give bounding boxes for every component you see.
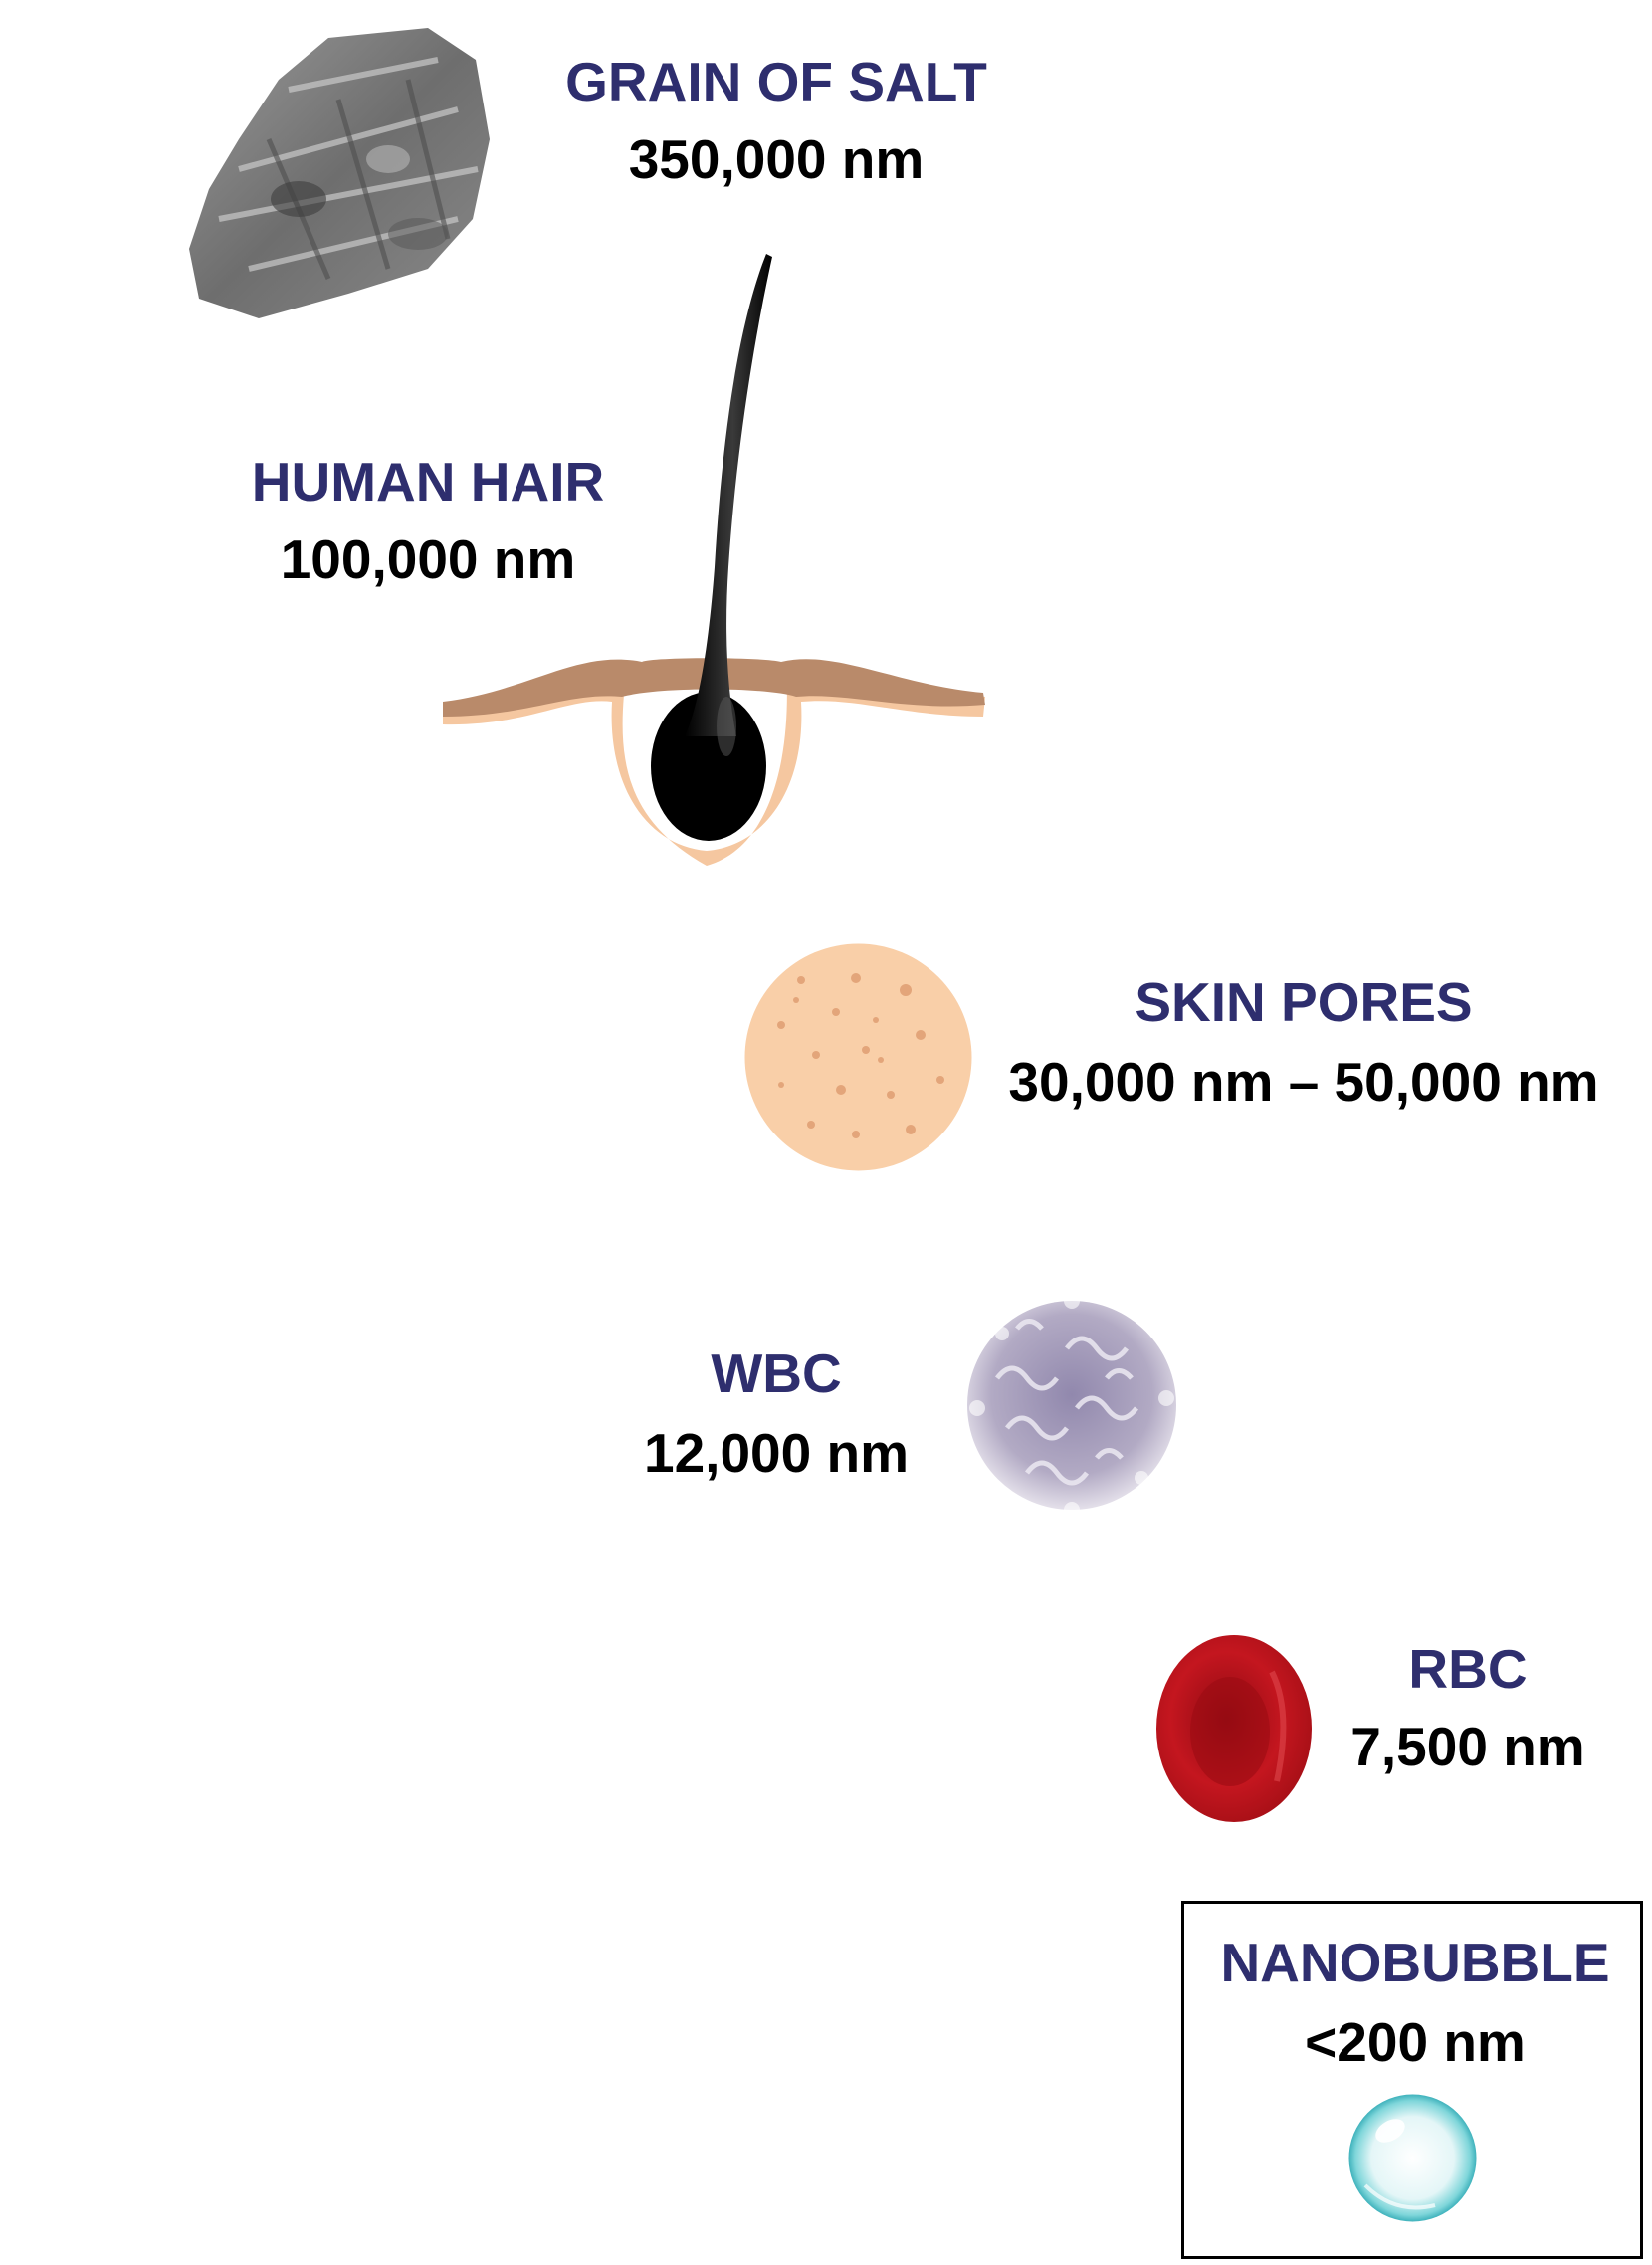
hair-title: HUMAN HAIR	[251, 451, 605, 513]
nanobubble-title: NANOBUBBLE	[1220, 1932, 1610, 1993]
hair-size: 100,000 nm	[280, 528, 576, 590]
rbc-title: RBC	[1408, 1638, 1528, 1700]
nanobubble-icon	[1348, 2094, 1477, 2222]
nanobubble-box	[1181, 1901, 1643, 2259]
white-blood-cell-icon	[967, 1293, 1176, 1518]
hair-follicle-icon	[443, 254, 985, 866]
red-blood-cell-icon	[1156, 1635, 1312, 1822]
salt-title: GRAIN OF SALT	[565, 51, 987, 112]
wbc-size: 12,000 nm	[643, 1422, 909, 1484]
wbc-title: WBC	[711, 1342, 842, 1404]
pores-size: 30,000 nm – 50,000 nm	[1008, 1051, 1599, 1113]
pores-title: SKIN PORES	[1135, 971, 1473, 1033]
salt-size: 350,000 nm	[628, 128, 925, 190]
skin-pore-icon	[744, 943, 972, 1171]
salt-crystal-icon	[189, 28, 490, 318]
nanobubble-size: <200 nm	[1305, 2011, 1526, 2073]
rbc-size: 7,500 nm	[1350, 1716, 1585, 1777]
